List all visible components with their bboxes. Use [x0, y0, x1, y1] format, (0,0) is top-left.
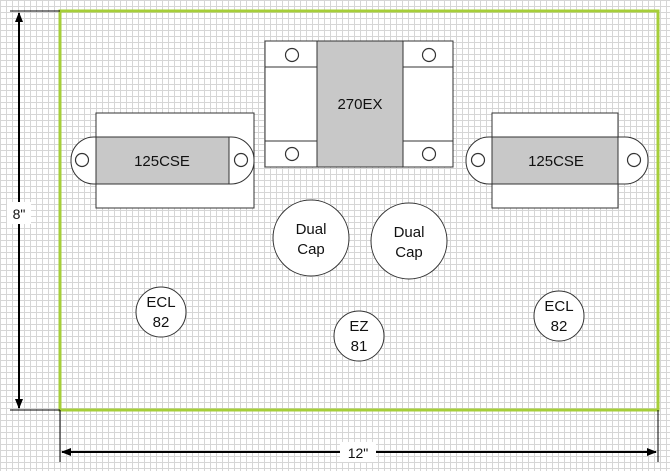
tube-label-line1: ECL [544, 298, 573, 315]
transformer-left-label: 125CSE [134, 153, 190, 170]
tube-socket-left: ECL 82 [135, 286, 187, 338]
tube-socket-center: EZ 81 [333, 310, 385, 362]
mounting-hole [233, 152, 249, 168]
tube-socket-right: ECL 82 [533, 290, 585, 342]
tube-label-line2: 82 [153, 314, 170, 331]
tube-label-line2: 82 [551, 318, 568, 335]
cap-label-line2: Cap [297, 241, 325, 258]
transformer-center-core [316, 40, 404, 168]
transformer-center: 270EX [264, 40, 454, 168]
mounting-hole [284, 146, 300, 162]
transformer-left-core [95, 136, 230, 185]
transformer-left: 125CSE [70, 112, 255, 209]
mounting-hole [626, 152, 642, 168]
cap-label-line1: Dual [296, 221, 327, 238]
dual-cap-right: Dual Cap [370, 202, 448, 280]
mounting-hole [74, 152, 90, 168]
tube-label-line1: ECL [146, 294, 175, 311]
cap-label-line1: Dual [394, 224, 425, 241]
mounting-hole [284, 47, 300, 63]
tube-label-line2: 81 [351, 338, 368, 355]
width-label: 12" [348, 445, 369, 461]
tube-label-line1: EZ [349, 318, 368, 335]
height-label: 8" [13, 206, 26, 222]
transformer-center-label: 270EX [337, 96, 382, 113]
transformer-right-label: 125CSE [528, 153, 584, 170]
height-dimension: 8" [7, 10, 60, 411]
transformer-right-core [491, 136, 619, 185]
dual-cap-left: Dual Cap [272, 199, 350, 277]
transformer-right: 125CSE [465, 112, 649, 209]
mounting-hole [421, 47, 437, 63]
chassis-outline [58, 9, 660, 412]
mounting-hole [421, 146, 437, 162]
width-dimension: 12" [59, 410, 659, 462]
mounting-hole [470, 152, 486, 168]
cap-label-line2: Cap [395, 244, 423, 261]
